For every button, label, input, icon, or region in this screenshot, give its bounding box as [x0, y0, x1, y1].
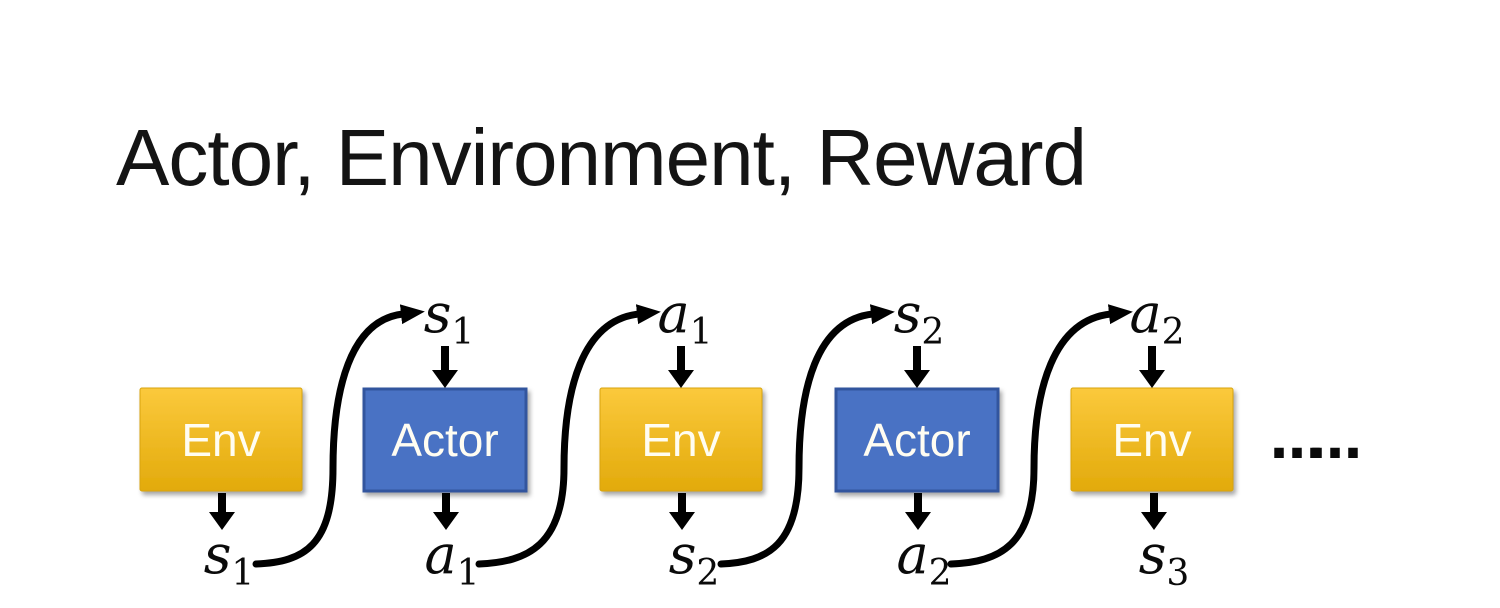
arrow-actor1-out-a1: [433, 493, 459, 530]
env-box-1-label: Env: [181, 414, 260, 466]
arrow-env2-out-s2: [669, 493, 695, 530]
env-box-2-label: Env: [641, 414, 720, 466]
arrow-s1-into-actor1: [432, 346, 458, 388]
curve-arrow-s2: [717, 304, 895, 568]
bottom-label-a2: a2: [896, 523, 951, 594]
top-label-s2: s2: [894, 282, 945, 353]
env-box-3-label: Env: [1112, 414, 1191, 466]
actor-box-1: Actor: [362, 387, 528, 493]
arrow-env1-out-s1: [209, 493, 235, 530]
arrow-actor2-out-a2: [905, 493, 931, 530]
bottom-label-s1: s1: [204, 523, 255, 594]
bottom-label-a1: a1: [424, 523, 479, 594]
top-label-a2: a2: [1129, 282, 1184, 353]
arrow-a2-into-env3: [1139, 346, 1165, 388]
curve-arrow-s1: [252, 304, 425, 568]
bottom-label-s2: s2: [669, 523, 720, 594]
ellipsis-dots: ……: [1270, 408, 1358, 471]
arrow-s2-into-actor2: [904, 346, 930, 388]
actor-box-2-label: Actor: [863, 414, 970, 466]
curve-arrow-a2: [947, 304, 1133, 568]
arrow-env3-out-s3: [1141, 493, 1167, 530]
curve-arrow-a1: [475, 304, 661, 568]
arrow-a1-into-env2: [668, 346, 694, 388]
actor-box-1-label: Actor: [391, 414, 498, 466]
top-label-s1: s1: [424, 282, 475, 353]
env-box-1: Env: [139, 387, 303, 492]
bottom-label-s3: s3: [1139, 523, 1190, 594]
slide-title: Actor, Environment, Reward: [116, 113, 1087, 202]
actor-box-2: Actor: [834, 387, 1000, 493]
env-box-3: Env: [1070, 387, 1234, 492]
env-box-2: Env: [599, 387, 763, 492]
top-label-a1: a1: [657, 282, 712, 353]
